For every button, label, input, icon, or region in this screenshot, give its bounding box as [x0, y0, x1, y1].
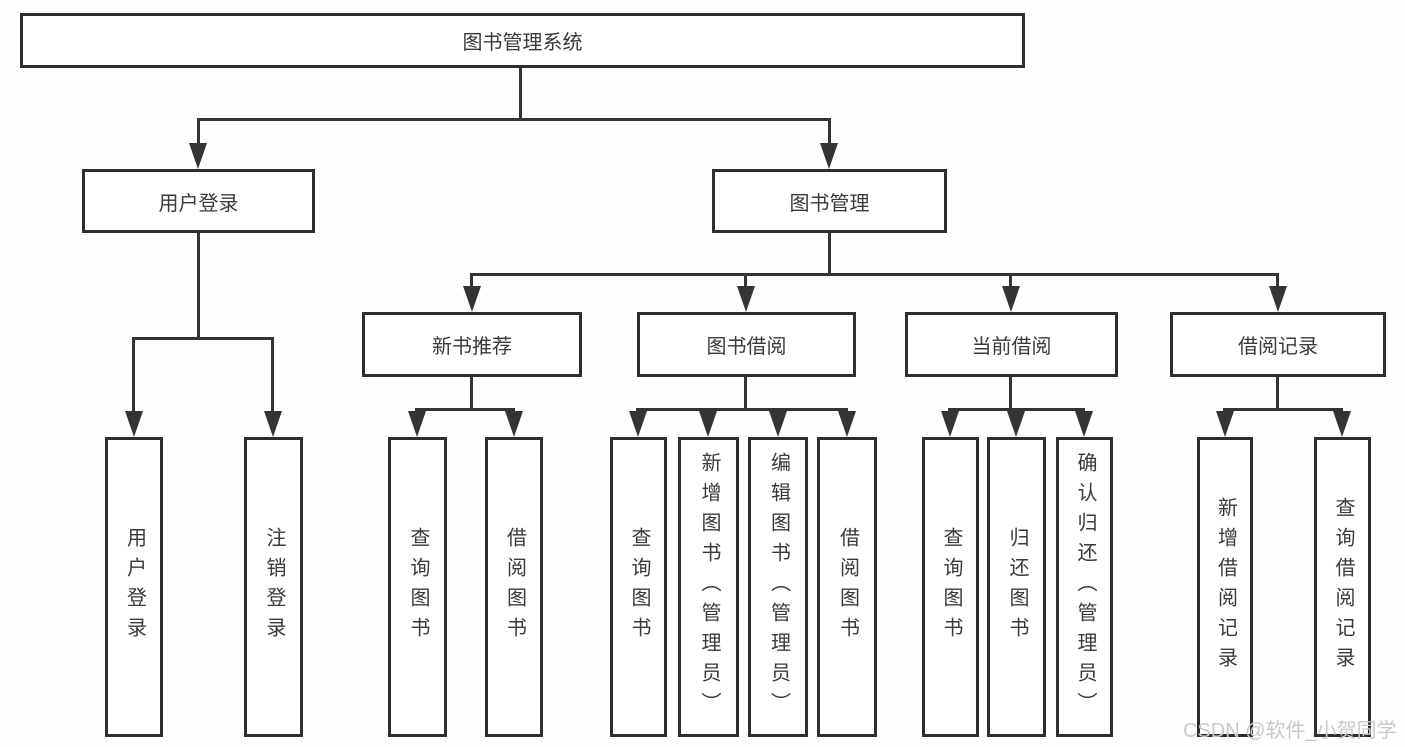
leaf-query-borrow-record: 查询借阅记录	[1314, 437, 1371, 737]
connector-line	[132, 337, 135, 417]
connector-line	[470, 273, 473, 295]
arrow-down-icon	[125, 411, 143, 437]
leaf-borrow-books-recommend: 借阅图书	[485, 437, 543, 737]
connector-line	[828, 233, 831, 276]
leaf-add-borrow-record: 新增借阅记录	[1197, 437, 1253, 737]
connector-line	[636, 408, 848, 411]
connector-line	[1009, 377, 1012, 411]
connector-line	[1276, 273, 1279, 295]
node-label: 新书推荐	[432, 336, 512, 358]
arrow-down-icon	[505, 411, 523, 437]
arrow-down-icon	[189, 143, 207, 169]
leaf-label: 归还图书	[1006, 527, 1028, 647]
leaf-user-login: 用户登录	[105, 437, 163, 737]
leaf-query-books-recommend: 查询图书	[388, 437, 447, 737]
connector-line	[948, 408, 1085, 411]
arrow-down-icon	[629, 411, 647, 437]
connector-line	[744, 273, 747, 295]
node-label: 借阅记录	[1238, 336, 1318, 358]
arrow-down-icon	[1269, 286, 1287, 312]
leaf-label: 借阅图书	[503, 527, 526, 647]
leaf-confirm-return-admin: 确认归还（管理员）	[1056, 437, 1113, 737]
leaf-label: 新增借阅记录	[1214, 497, 1237, 677]
arrow-down-icon	[1075, 411, 1093, 437]
leaf-label: 编辑图书（管理员）	[767, 452, 790, 722]
arrow-down-icon	[1216, 411, 1234, 437]
leaf-logout: 注销登录	[244, 437, 303, 737]
leaf-label: 查询图书	[940, 527, 962, 647]
node-book-borrow: 图书借阅	[637, 312, 856, 377]
node-label: 图书管理系统	[462, 32, 583, 54]
node-label: 用户登录	[158, 192, 239, 215]
connector-line	[470, 377, 473, 411]
connector-line	[197, 118, 200, 150]
arrow-down-icon	[463, 286, 481, 312]
arrow-down-icon	[737, 286, 755, 312]
node-book-management: 图书管理	[712, 169, 947, 233]
connector-line	[197, 233, 200, 340]
connector-line	[271, 337, 274, 417]
node-current-borrow: 当前借阅	[905, 312, 1118, 377]
leaf-label: 用户登录	[123, 527, 146, 647]
leaf-borrow-books: 借阅图书	[817, 437, 877, 737]
connector-line	[1223, 408, 1343, 411]
leaf-add-book-admin: 新增图书（管理员）	[678, 437, 739, 737]
leaf-query-books-current: 查询图书	[922, 437, 979, 737]
node-new-book-recommend: 新书推荐	[362, 312, 582, 377]
node-label: 图书管理	[789, 192, 870, 215]
connector-line	[470, 273, 1279, 276]
arrow-down-icon	[1002, 286, 1020, 312]
leaf-query-books-borrow: 查询图书	[610, 437, 667, 737]
arrow-down-icon	[1007, 411, 1025, 437]
node-library-management-system: 图书管理系统	[20, 13, 1025, 68]
node-user-login: 用户登录	[82, 169, 315, 233]
arrow-down-icon	[769, 411, 787, 437]
leaf-label: 注销登录	[263, 527, 285, 647]
leaf-return-books: 归还图书	[987, 437, 1046, 737]
arrow-down-icon	[838, 411, 856, 437]
connector-line	[132, 337, 274, 340]
arrow-down-icon	[264, 411, 282, 437]
leaf-label: 新增图书（管理员）	[698, 452, 720, 722]
arrow-down-icon	[408, 411, 426, 437]
csdn-watermark: CSDN @软件_小贺同学	[1183, 720, 1397, 742]
leaf-label: 查询图书	[407, 527, 429, 647]
leaf-label: 查询借阅记录	[1332, 497, 1354, 677]
node-label: 当前借阅	[971, 336, 1052, 358]
connector-line	[828, 118, 831, 150]
connector-line	[519, 68, 522, 121]
node-label: 图书借阅	[706, 336, 787, 358]
connector-line	[1009, 273, 1012, 295]
arrow-down-icon	[941, 411, 959, 437]
node-borrow-records: 借阅记录	[1170, 312, 1386, 377]
arrow-down-icon	[820, 143, 838, 169]
arrow-down-icon	[1333, 411, 1351, 437]
leaf-label: 确认归还（管理员）	[1074, 452, 1096, 722]
connector-line	[197, 118, 831, 121]
arrow-down-icon	[699, 411, 717, 437]
connector-line	[415, 408, 515, 411]
leaf-label: 查询图书	[628, 527, 650, 647]
connector-line	[744, 377, 747, 411]
leaf-label: 借阅图书	[836, 527, 859, 647]
leaf-edit-book-admin: 编辑图书（管理员）	[748, 437, 808, 737]
connector-line	[1276, 377, 1279, 411]
